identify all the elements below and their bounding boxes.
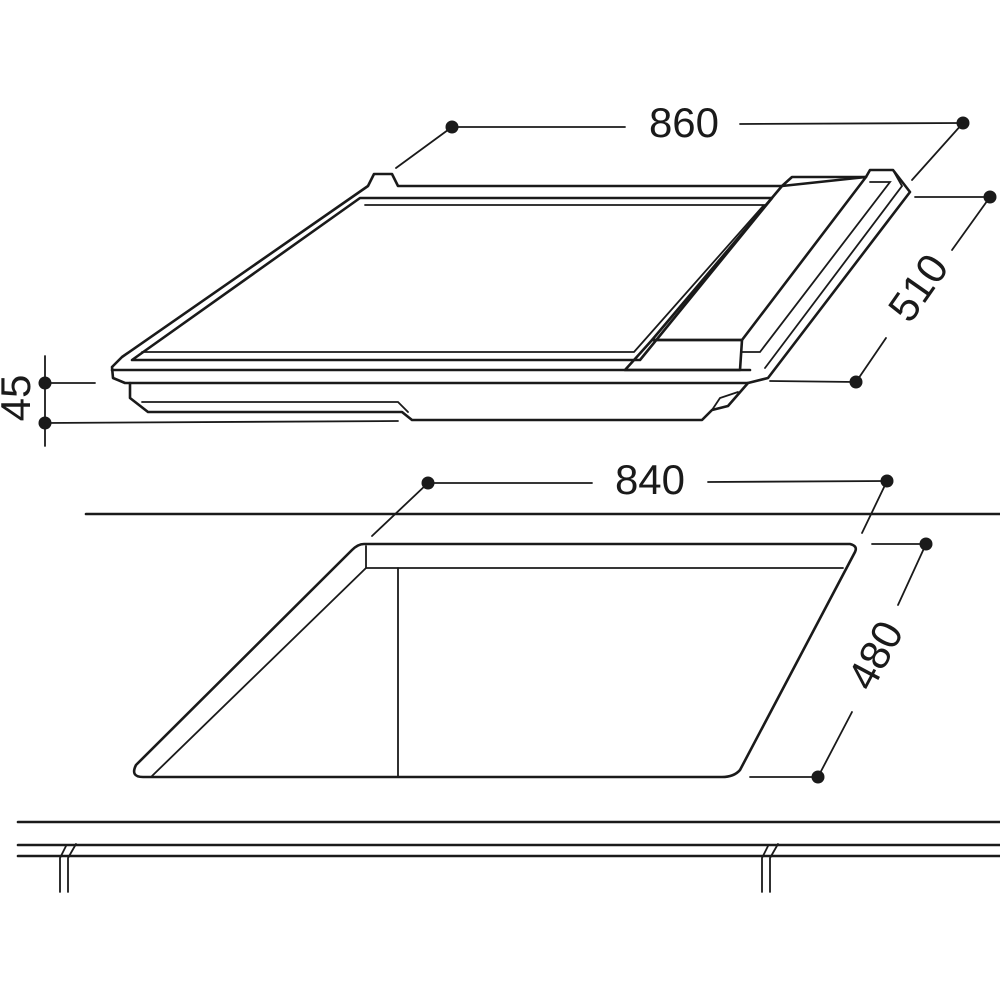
cutout-depth-label: 480 [838,613,912,697]
hob-width-label: 860 [649,99,719,146]
dimension-line [817,711,853,778]
dimension-cutout-width: 840 [371,456,894,537]
hob-height-label: 45 [0,375,39,422]
dimension-line [739,122,964,125]
hob-base-body [128,381,750,422]
hob-glass-inner-edge [141,204,766,353]
dimension-line [855,337,887,383]
cutout-inner-edge [365,545,844,569]
worktop-front [16,820,1000,893]
hob-depth-label: 510 [879,246,958,330]
hob-control-strip-rail [741,181,892,353]
hob-control-strip [650,175,868,342]
cutout-inner-side [151,567,367,777]
dimension-line [951,196,991,251]
hob-frame-rail [764,169,904,369]
cutout-outline [132,542,858,779]
hob-base-foot [711,391,739,411]
cabinet-side-right [761,845,769,893]
cabinet-side-left [59,845,67,893]
cabinet-side-right [769,843,779,893]
dimension-cutout-depth: 480 [749,537,933,784]
extension-line [911,122,964,181]
dimension-hob-height: 45 [0,355,399,447]
hob-glass-panel [130,196,774,362]
extension-line [395,126,453,169]
dimension-hob-depth: 510 [769,190,997,389]
extension-line [371,482,429,537]
worktop-cutout [84,512,1000,779]
extension-line [44,420,399,424]
extension-line [769,380,857,383]
hob-base-inner-line [141,401,409,413]
cutout-width-label: 840 [615,456,685,503]
dimension-hob-width: 860 [395,99,970,181]
dimension-line [707,480,888,483]
hob-appliance [110,168,912,422]
cabinet-side-left [67,843,77,893]
extension-line [861,480,888,534]
dimension-line [897,543,927,606]
